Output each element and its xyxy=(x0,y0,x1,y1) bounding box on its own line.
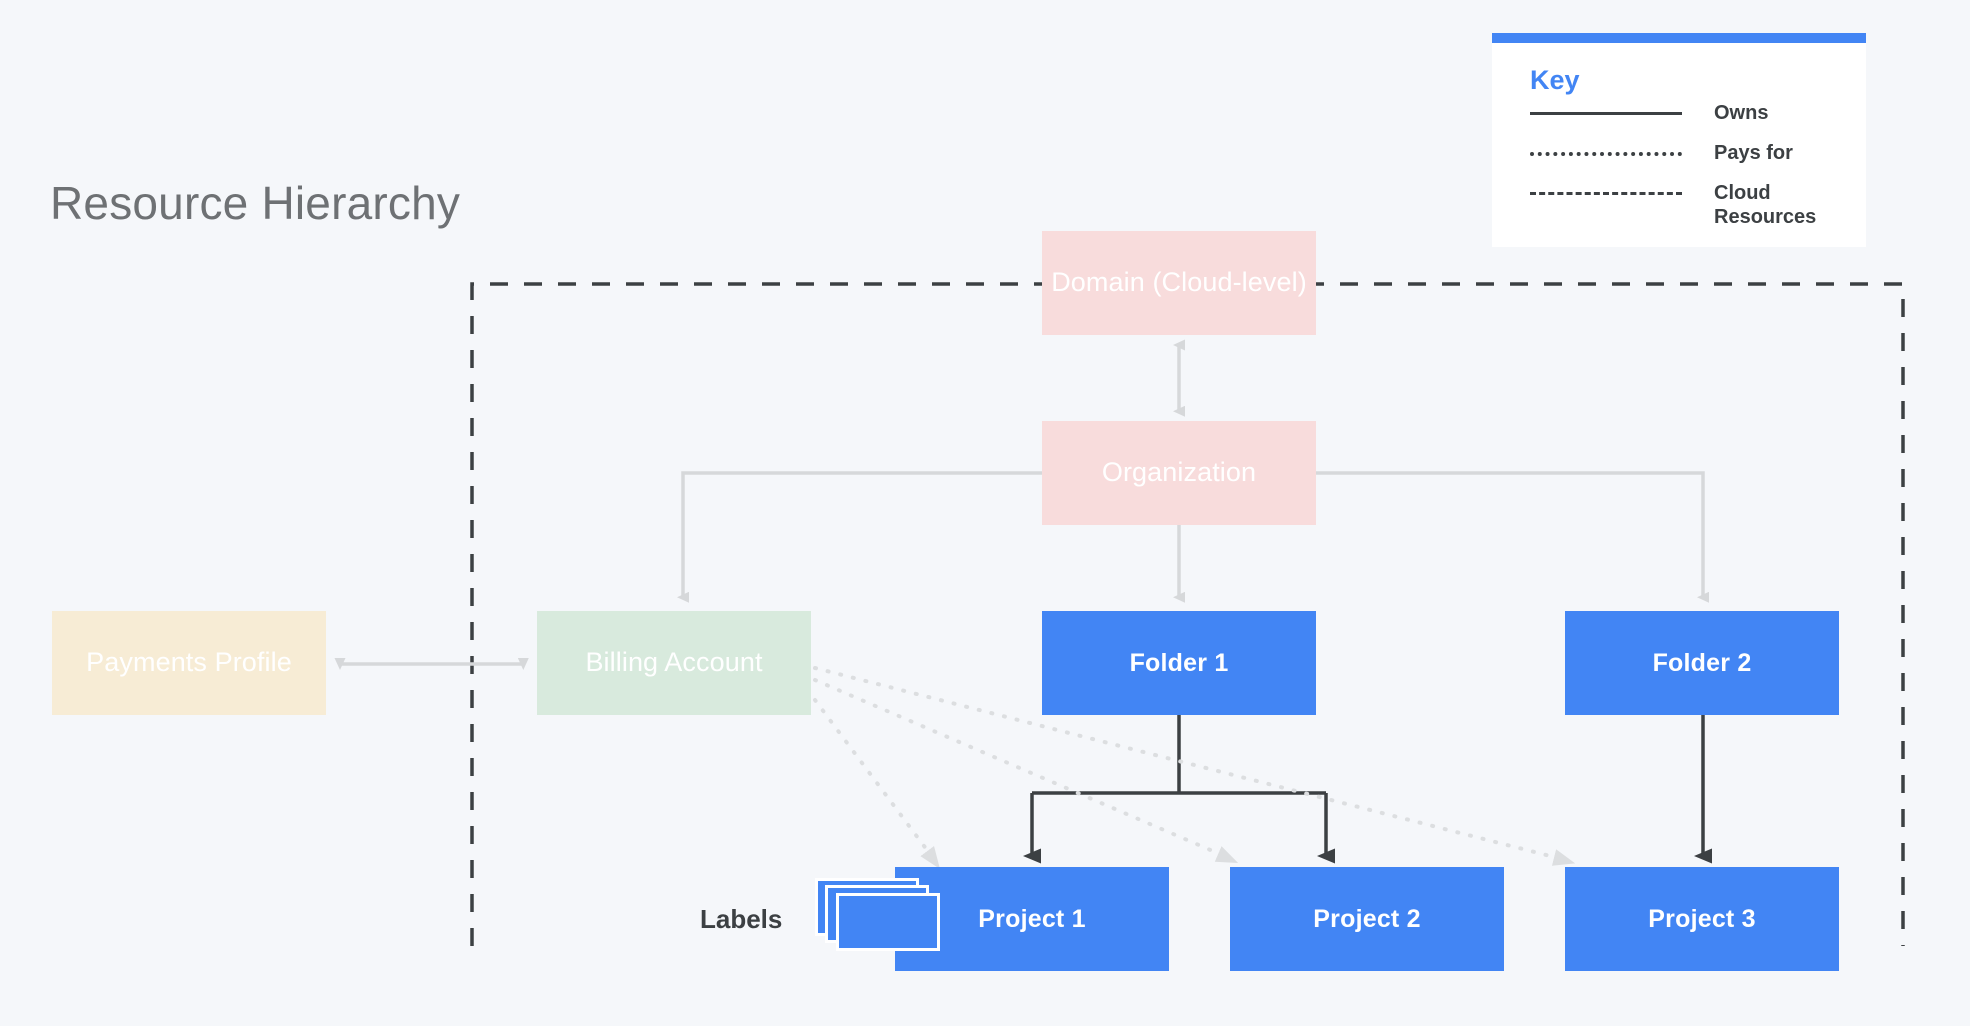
node-payments-profile-label: Payments Profile xyxy=(86,647,292,678)
legend-label-cloud-resources: Cloud Resources xyxy=(1714,182,1817,228)
edge-billing-account-project1 xyxy=(813,698,940,870)
node-project-3-label: Project 3 xyxy=(1648,904,1756,933)
node-domain-label: Domain (Cloud-level) xyxy=(1051,267,1307,298)
node-project-3[interactable]: Project 3 xyxy=(1565,867,1839,971)
stacked-card-front xyxy=(836,893,940,951)
edge-organization-folder2 xyxy=(1316,471,1709,603)
node-project-1-label: Project 1 xyxy=(978,904,1086,933)
node-organization[interactable]: Organization xyxy=(1042,421,1316,525)
page-title: Resource Hierarchy xyxy=(50,177,461,229)
stacked-cards-icon xyxy=(815,878,945,951)
legend-rows: Owns Pays for Cloud Resources xyxy=(1492,102,1866,229)
node-payments-profile[interactable]: Payments Profile xyxy=(52,611,326,715)
legend-label-pays-for: Pays for xyxy=(1714,142,1793,164)
legend-sample-dotted-line-icon xyxy=(1530,142,1682,164)
node-project-1[interactable]: Project 1 xyxy=(895,867,1169,971)
node-organization-label: Organization xyxy=(1101,457,1257,488)
edge-folder1-projects xyxy=(1023,715,1335,864)
legend-panel: Key Owns Pays for Cloud Resources xyxy=(1492,33,1866,248)
legend-title: Key xyxy=(1530,65,1580,95)
legend-sample-solid-line-icon xyxy=(1530,102,1682,124)
node-folder-2-label: Folder 2 xyxy=(1652,648,1752,677)
legend-label-owns: Owns xyxy=(1714,102,1769,124)
labels-annotation-text: Labels xyxy=(700,904,783,934)
node-folder-1[interactable]: Folder 1 xyxy=(1042,611,1316,715)
node-folder-1-label: Folder 1 xyxy=(1129,648,1229,677)
legend-row-owns: Owns xyxy=(1492,102,1866,132)
legend-row-pays-for: Pays for xyxy=(1492,142,1866,172)
node-project-2[interactable]: Project 2 xyxy=(1230,867,1504,971)
node-domain[interactable]: Domain (Cloud-level) xyxy=(1042,231,1316,335)
edge-organization-billing-account xyxy=(677,471,1042,603)
node-project-2-label: Project 2 xyxy=(1313,904,1421,933)
node-folder-2[interactable]: Folder 2 xyxy=(1565,611,1839,715)
node-billing-account-label: Billing Account xyxy=(585,647,763,678)
legend-row-cloud-resources: Cloud Resources xyxy=(1492,182,1866,229)
node-billing-account[interactable]: Billing Account xyxy=(537,611,811,715)
legend-sample-dashed-line-icon xyxy=(1530,182,1682,204)
